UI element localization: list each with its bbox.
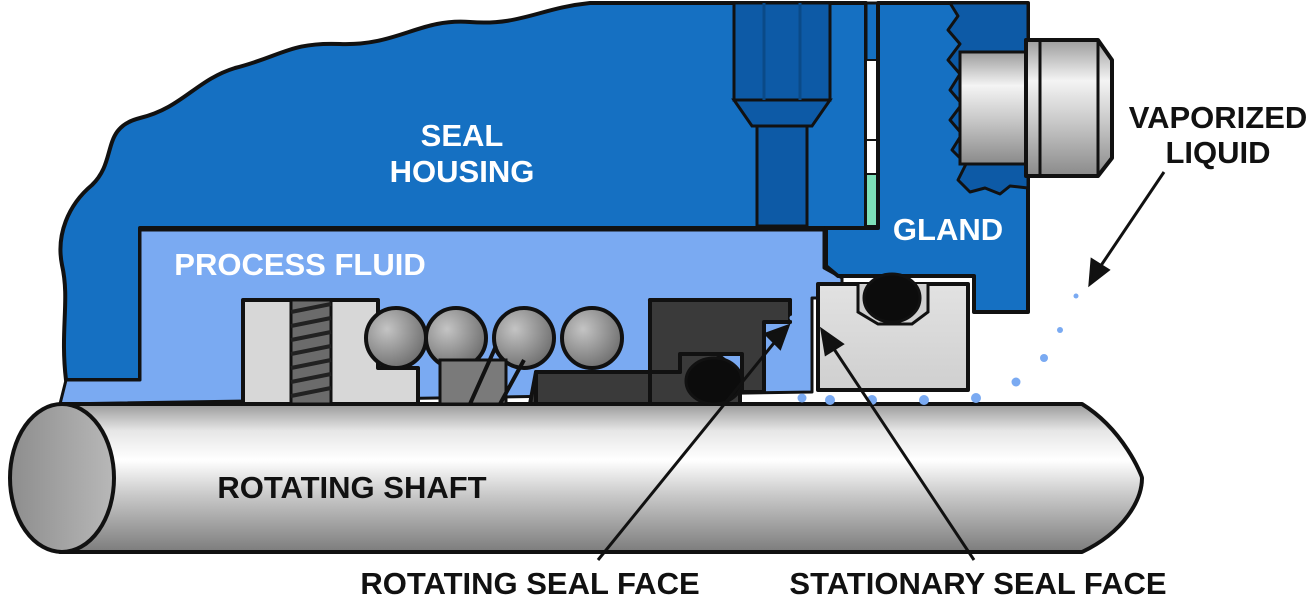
- bore-passage: [731, 1, 833, 228]
- label-vaporized-2: LIQUID: [1165, 135, 1270, 170]
- leader-arrows: [596, 171, 1166, 561]
- label-seal-housing-2: HOUSING: [390, 154, 535, 189]
- gland-bolt: [958, 38, 1114, 178]
- spring: [364, 306, 624, 406]
- label-seal-housing-1: SEAL: [421, 118, 504, 153]
- vapor-droplets: [789, 293, 1079, 405]
- label-rotating-seal-face: ROTATING SEAL FACE: [360, 566, 699, 600]
- seal-housing: [58, 1, 868, 382]
- label-gland: GLAND: [893, 212, 1003, 247]
- label-rotating-shaft: ROTATING SHAFT: [217, 470, 486, 505]
- rotating-shaft: [8, 402, 1144, 554]
- shaft-end-face: [8, 402, 116, 554]
- rotating-oring: [684, 356, 744, 406]
- label-vaporized-1: VAPORIZED: [1129, 100, 1308, 135]
- stationary-oring: [862, 272, 922, 324]
- stationary-seal-face-part: [816, 272, 970, 392]
- label-stationary-seal-face: STATIONARY SEAL FACE: [789, 566, 1166, 600]
- label-process-fluid: PROCESS FLUID: [174, 247, 425, 282]
